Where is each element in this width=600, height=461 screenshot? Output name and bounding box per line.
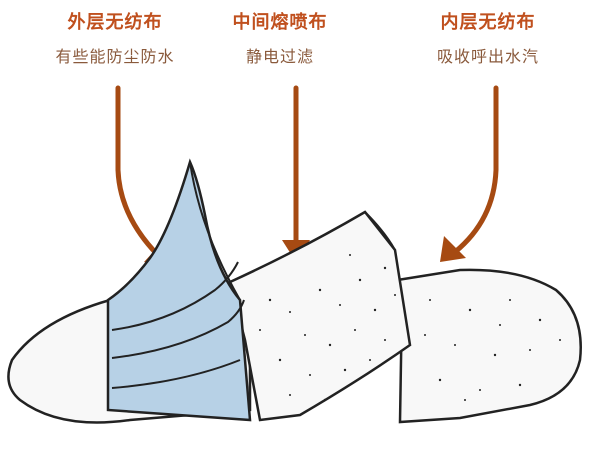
inner-layer-title: 内层无纺布 [440, 12, 536, 33]
outer-layer-description: 有些能防尘防水 [55, 47, 175, 66]
inner-layer-sheet [382, 268, 582, 424]
inner-layer-description: 吸收呼出水汽 [436, 47, 539, 66]
outer-layer-pleats [111, 161, 245, 389]
middle-layer-title: 中间熔喷布 [232, 12, 328, 33]
outer-layer-sheet [106, 158, 252, 422]
middle-layer-fold [364, 211, 396, 251]
arrow-to-inner-layer [452, 85, 499, 255]
arrow-to-outer-layer [115, 85, 168, 265]
middle-layer-description: 静电过滤 [245, 47, 314, 66]
outer-layer-title: 外层无纺布 [67, 12, 163, 33]
middle-layer-sheet [228, 210, 412, 422]
label-outer-layer: 外层无纺布 有些能防尘防水 [15, 12, 215, 67]
label-inner-layer: 内层无纺布 吸收呼出水汽 [388, 12, 588, 67]
inner-layer-speckles [424, 299, 561, 401]
arrowhead-inner-layer [440, 236, 466, 262]
label-middle-layer: 中间熔喷布 静电过滤 [180, 12, 380, 67]
middle-layer-speckles [259, 254, 396, 402]
